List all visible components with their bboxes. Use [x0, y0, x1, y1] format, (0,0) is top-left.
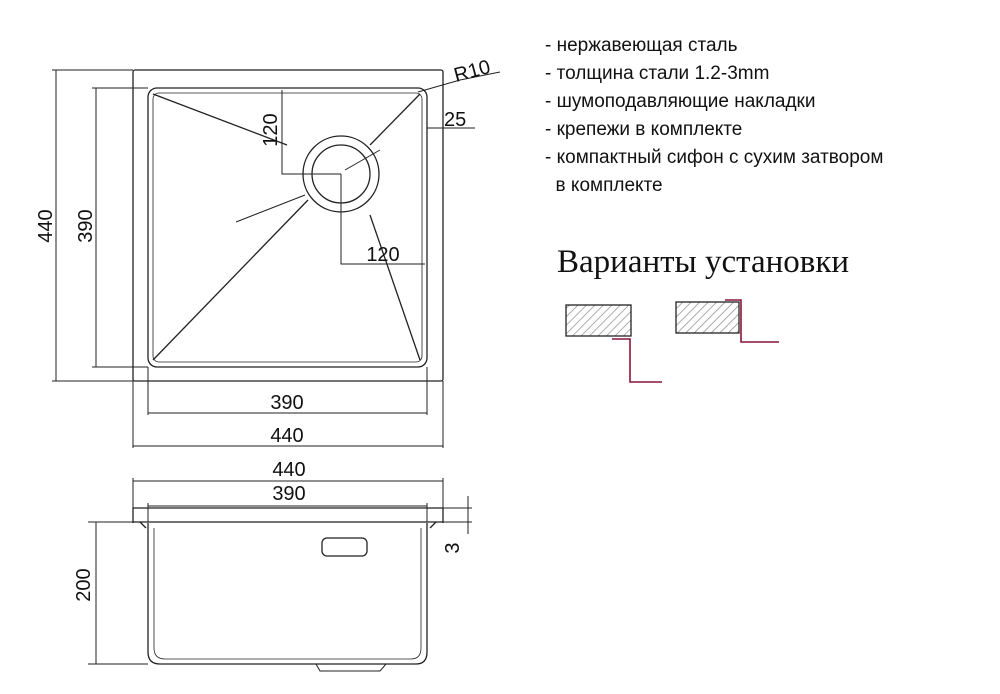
sink-edge-flush	[725, 299, 779, 343]
top-view-outer-edge	[132, 69, 444, 382]
countertop-slab-icon	[565, 304, 632, 337]
top-width-inner-label: 390	[270, 392, 303, 414]
feature-item: в комплекте	[545, 175, 663, 196]
bowl-corner-line	[369, 93, 421, 146]
side-view-bowl	[147, 523, 428, 665]
feature-item: - толщина стали 1.2-3mm	[545, 63, 770, 84]
feature-item: - нержавеющая сталь	[545, 35, 738, 56]
bowl-corner-line	[369, 214, 421, 361]
installation-variants-title: Варианты установки	[557, 244, 850, 280]
drain-horizontal-dimension	[340, 174, 425, 265]
side-width-outer-label: 440	[272, 459, 305, 481]
feature-list: - нержавеющая сталь - толщина стали 1.2-…	[545, 32, 883, 200]
install-variant-flush	[675, 299, 779, 343]
bowl-corner-line	[152, 199, 309, 361]
feature-item: - компактный сифон с сухим затвором	[545, 147, 884, 168]
drain-vertical-dimension	[281, 90, 341, 175]
drain-horizontal-label: 120	[366, 244, 399, 266]
bowl-corner-line	[152, 93, 288, 146]
top-height-outer-label: 440	[35, 209, 57, 242]
side-width-inner-label: 390	[272, 483, 305, 505]
sink-edge-undermount	[612, 338, 662, 383]
overflow-slot	[321, 537, 368, 557]
flange-label: 25	[444, 109, 466, 131]
side-view	[88, 478, 472, 672]
install-variant-undermount	[565, 304, 662, 383]
side-view-drain	[315, 663, 387, 672]
top-width-outer-label: 440	[270, 425, 303, 447]
side-depth-label: 200	[73, 568, 95, 601]
top-view-bowl-edge	[147, 87, 428, 368]
top-view	[52, 69, 501, 448]
drain-vertical-label: 120	[260, 113, 282, 146]
countertop-slab-icon	[675, 301, 740, 334]
feature-item: - крепежи в комплекте	[545, 119, 743, 140]
side-thickness-label: 3	[442, 542, 464, 553]
feature-item: - шумоподавляющие накладки	[545, 91, 816, 112]
side-view-flange	[132, 507, 444, 523]
radius-label: R10	[452, 56, 493, 87]
radius-leader	[417, 71, 501, 93]
top-height-inner-label: 390	[75, 209, 97, 242]
